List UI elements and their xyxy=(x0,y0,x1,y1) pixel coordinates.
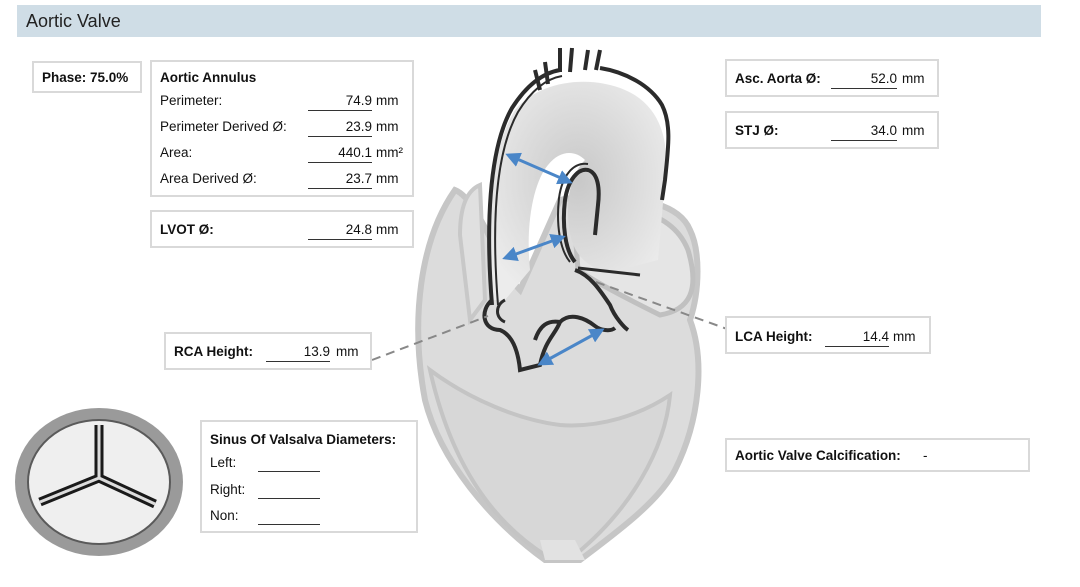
lca-value: 14.4 xyxy=(825,327,889,347)
lvot-value: 24.8 xyxy=(308,220,372,240)
annulus-label: Area: xyxy=(160,145,193,160)
annulus-unit: mm xyxy=(376,119,399,134)
lvot-box: LVOT Ø: 24.8 mm xyxy=(150,210,414,248)
heart-bottom xyxy=(540,540,585,560)
annulus-row-area: Area: 440.1 mm² xyxy=(152,143,412,163)
sinus-label: Non: xyxy=(210,508,239,523)
annulus-value: 23.9 xyxy=(308,117,372,137)
aorta-lumen xyxy=(490,81,667,300)
heart-vessel xyxy=(457,182,488,326)
aortic-root-mid xyxy=(558,314,617,333)
sinus-non-value xyxy=(258,506,320,525)
page-header: Aortic Valve xyxy=(17,5,1041,37)
rca-unit: mm xyxy=(336,344,359,359)
annulus-unit: mm xyxy=(376,171,399,186)
calcification-label: Aortic Valve Calcification: xyxy=(735,448,901,463)
annulus-arrow xyxy=(537,328,605,366)
asc-aorta-unit: mm xyxy=(902,71,925,86)
rca-value: 13.9 xyxy=(266,342,330,362)
asc-aorta-arrow xyxy=(505,152,573,185)
aortic-root-left xyxy=(496,298,506,324)
aortic-root xyxy=(482,298,563,373)
aorta-outer-wall-2 xyxy=(494,75,563,306)
annulus-row-perimeter-derived: Perimeter Derived Ø: 23.9 mm xyxy=(152,117,412,137)
phase-box: Phase: 75.0% xyxy=(32,61,142,93)
annulus-title: Aortic Annulus xyxy=(160,70,257,85)
sinus-row-non: Non: xyxy=(202,506,416,526)
sinus-label: Left: xyxy=(210,455,237,470)
calcification-box: Aortic Valve Calcification: - xyxy=(725,438,1030,472)
sinus-row-left: Left: xyxy=(202,453,416,473)
sinus-right-value xyxy=(258,480,320,499)
lca-unit: mm xyxy=(893,329,916,344)
coronary-left xyxy=(577,266,641,277)
annulus-label: Perimeter Derived Ø: xyxy=(160,119,287,134)
annulus-value: 74.9 xyxy=(308,91,372,111)
rca-leader xyxy=(371,315,489,361)
page-title: Aortic Valve xyxy=(26,11,121,31)
annulus-row-area-derived: Area Derived Ø: 23.7 mm xyxy=(152,169,412,189)
lca-leader xyxy=(595,281,731,331)
branch-vessel-3 xyxy=(583,49,602,71)
asc-aorta-box: Asc. Aorta Ø: 52.0 mm xyxy=(725,59,939,97)
aorta-outer-wall xyxy=(487,68,561,306)
stj-box: STJ Ø: 34.0 mm xyxy=(725,111,939,149)
annulus-label: Perimeter: xyxy=(160,93,223,108)
annulus-unit: mm xyxy=(376,93,399,108)
heart-lower-section xyxy=(426,365,673,557)
sinus-title: Sinus Of Valsalva Diameters: xyxy=(210,432,397,447)
aortic-annulus-box: Aortic Annulus Perimeter: 74.9 mm Perime… xyxy=(150,60,414,197)
phase-label: Phase: 75.0% xyxy=(42,70,129,85)
annulus-label: Area Derived Ø: xyxy=(160,171,257,186)
aortic-valve-icon xyxy=(15,408,183,556)
sinus-row-right: Right: xyxy=(202,480,416,500)
asc-aorta-label: Asc. Aorta Ø: xyxy=(735,71,821,86)
lvot-unit: mm xyxy=(376,222,399,237)
sinus-of-valsalva-box: Sinus Of Valsalva Diameters: Left: Right… xyxy=(200,420,418,533)
stj-label: STJ Ø: xyxy=(735,123,779,138)
annulus-value: 23.7 xyxy=(308,169,372,189)
branch-vessel-1 xyxy=(533,61,550,91)
sinus-left-value xyxy=(258,453,320,472)
branch-vessel-2 xyxy=(558,47,574,73)
lca-height-box: LCA Height: 14.4 mm xyxy=(725,316,931,354)
rca-label: RCA Height: xyxy=(174,344,253,359)
annulus-unit: mm² xyxy=(376,145,403,160)
stj-value: 34.0 xyxy=(831,121,897,141)
annulus-value: 440.1 xyxy=(308,143,372,163)
lca-label: LCA Height: xyxy=(735,329,813,344)
calcification-value: - xyxy=(923,448,928,463)
rca-height-box: RCA Height: 13.9 mm xyxy=(164,332,372,370)
sinus-label: Right: xyxy=(210,482,246,497)
stj-arrow xyxy=(502,234,566,261)
stj-unit: mm xyxy=(902,123,925,138)
annulus-row-perimeter: Perimeter: 74.9 mm xyxy=(152,91,412,111)
aortic-root-right xyxy=(574,268,630,332)
asc-aorta-value: 52.0 xyxy=(831,69,897,89)
aorta-top-wall xyxy=(599,66,671,201)
lvot-label: LVOT Ø: xyxy=(160,222,214,237)
